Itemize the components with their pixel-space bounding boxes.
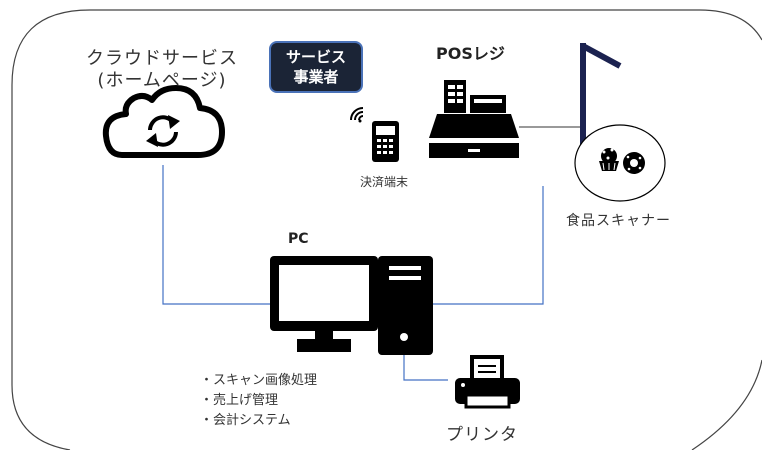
pc-feature-item: ・スキャン画像処理 [200, 373, 318, 388]
service-provider-box: サービス 事業者 [269, 41, 363, 93]
monitor-icon [270, 256, 378, 352]
pc-to-printer-line [403, 355, 448, 381]
pc-label: PC [288, 231, 309, 247]
cloud-sync-icon [102, 85, 225, 158]
cloud-service-subtitle: (ホームページ) [97, 69, 227, 91]
cloud-service-label: クラウドサービス (ホームページ) [52, 48, 272, 91]
outer-frame [11, 9, 762, 450]
food-scanner-icon [574, 43, 666, 202]
service-provider-line1: サービス [285, 48, 346, 66]
desktop-computer-icon [378, 256, 433, 355]
pc-feature-list: ・スキャン画像処理 ・売上げ管理 ・会計システム [200, 371, 317, 431]
food-scanner-label: 食品スキャナー [566, 213, 671, 229]
cloud-service-title: クラウドサービス [86, 48, 238, 69]
payment-terminal-icon [372, 121, 399, 162]
pos-register-label: POSレジ [436, 44, 505, 63]
service-provider-line2: 事業者 [293, 67, 339, 86]
printer-label: プリンタ [446, 425, 518, 445]
connector-lines [162, 165, 544, 381]
pc-feature-item: ・売上げ管理 [200, 393, 279, 408]
cash-register-icon [429, 80, 519, 158]
scanner-to-pc-line [433, 186, 544, 305]
cloud-to-pc-line [162, 165, 270, 305]
pc-feature-item: ・会計システム [200, 413, 291, 428]
payment-terminal-label: 決済端末 [360, 175, 409, 189]
printer-icon [455, 355, 520, 409]
wireless-signal-icon [350, 107, 364, 123]
